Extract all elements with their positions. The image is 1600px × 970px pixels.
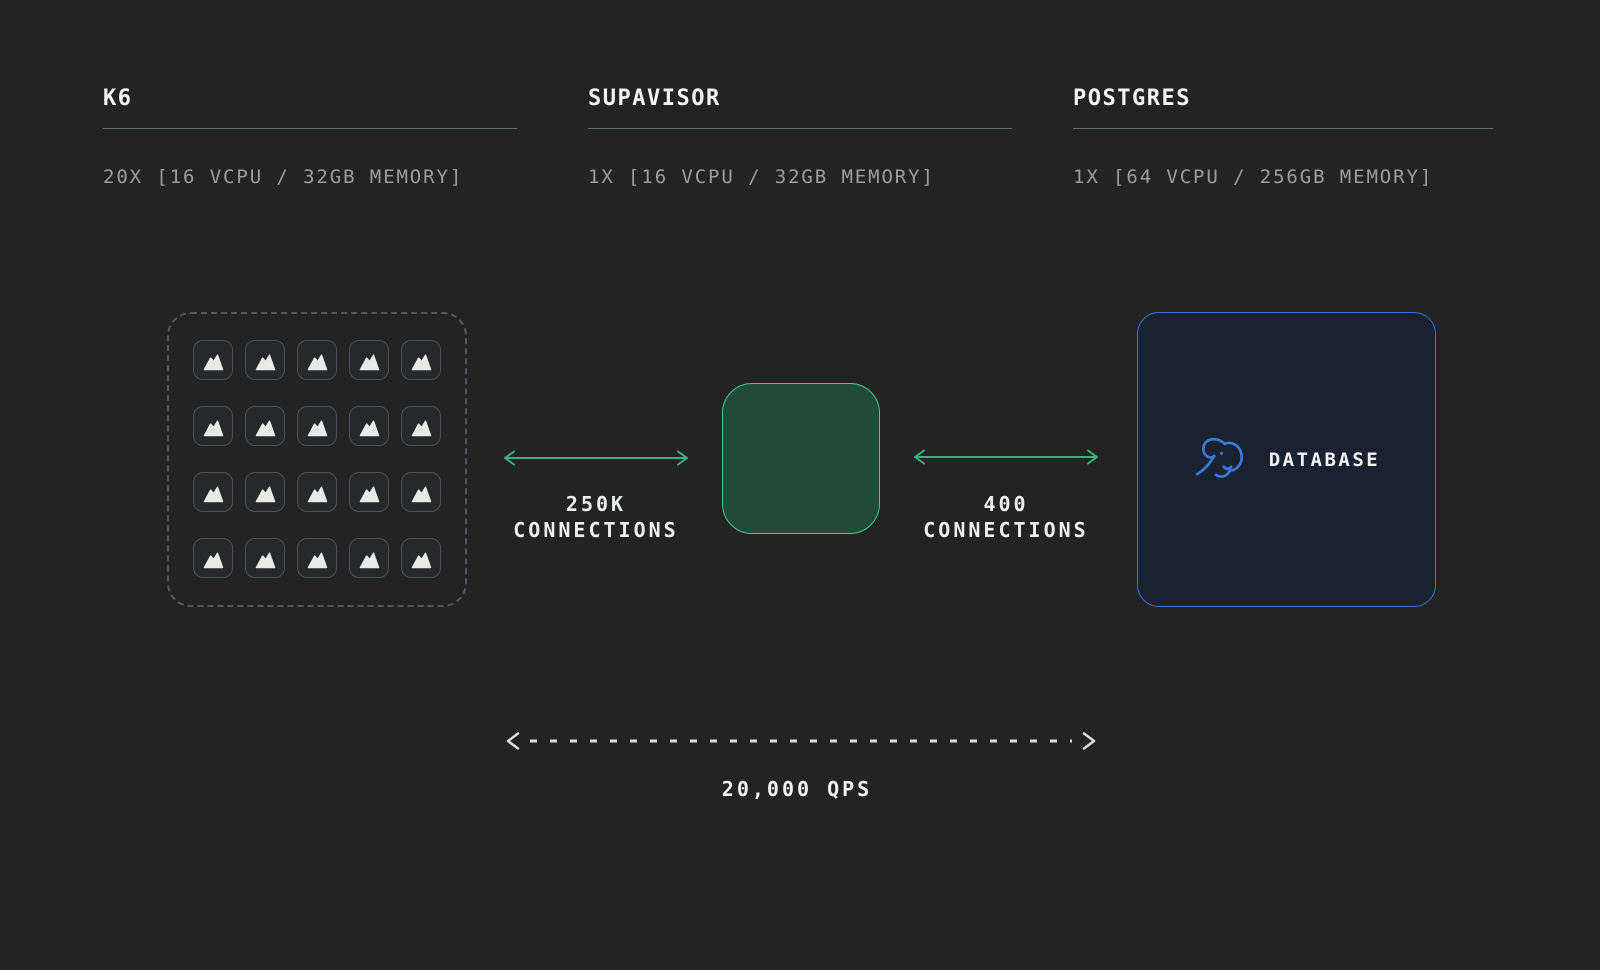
k6-supavisor-connections-label: 250K CONNECTIONS xyxy=(496,491,696,543)
k6-logo-icon xyxy=(306,548,329,569)
k6-instance-tile xyxy=(193,472,233,512)
k6-logo-icon xyxy=(410,482,433,503)
k6-instance-grid xyxy=(167,312,467,607)
postgres-database-node: DATABASE xyxy=(1137,312,1436,607)
k6-logo-icon xyxy=(254,482,277,503)
column-header-postgres: POSTGRES 1X [64 VCPU / 256GB MEMORY] xyxy=(1073,0,1493,220)
k6-instance-tile xyxy=(349,340,389,380)
k6-instance-tile xyxy=(401,472,441,512)
k6-logo-icon xyxy=(358,548,381,569)
postgres-spec: 1X [64 VCPU / 256GB MEMORY] xyxy=(1073,166,1434,188)
supavisor-postgres-arrow xyxy=(914,449,1098,465)
connections-count: 400 xyxy=(983,492,1029,516)
database-label: DATABASE xyxy=(1268,448,1381,471)
k6-title-rule xyxy=(103,128,517,129)
k6-instance-tile xyxy=(401,340,441,380)
k6-logo-icon xyxy=(358,416,381,437)
k6-logo-icon xyxy=(202,350,225,371)
connections-word: CONNECTIONS xyxy=(923,518,1089,542)
supavisor-postgres-connections-label: 400 CONNECTIONS xyxy=(906,491,1106,543)
k6-logo-icon xyxy=(202,548,225,569)
k6-instance-tile xyxy=(401,406,441,446)
postgres-title: POSTGRES xyxy=(1073,86,1191,111)
supavisor-spec: 1X [16 VCPU / 32GB MEMORY] xyxy=(588,166,935,188)
k6-instance-tile xyxy=(193,340,233,380)
k6-instance-tile xyxy=(297,340,337,380)
k6-instance-tile xyxy=(297,406,337,446)
postgres-elephant-icon xyxy=(1193,434,1251,486)
k6-instance-tile xyxy=(245,340,285,380)
k6-logo-icon xyxy=(358,350,381,371)
k6-logo-icon xyxy=(410,548,433,569)
k6-instance-tile xyxy=(349,406,389,446)
k6-logo-icon xyxy=(306,416,329,437)
k6-logo-icon xyxy=(410,350,433,371)
k6-logo-icon xyxy=(254,548,277,569)
k6-logo-icon xyxy=(410,416,433,437)
k6-instance-tile xyxy=(349,538,389,578)
postgres-title-rule xyxy=(1073,128,1493,129)
column-header-k6: K6 20X [16 VCPU / 32GB MEMORY] xyxy=(103,0,517,220)
connections-word: CONNECTIONS xyxy=(513,518,679,542)
column-header-supavisor: SUPAVISOR 1X [16 VCPU / 32GB MEMORY] xyxy=(588,0,1012,220)
k6-logo-icon xyxy=(306,350,329,371)
k6-logo-icon xyxy=(202,416,225,437)
k6-instance-tile xyxy=(297,538,337,578)
supavisor-title-rule xyxy=(588,128,1012,129)
k6-logo-icon xyxy=(254,416,277,437)
k6-supavisor-arrow xyxy=(504,450,688,466)
k6-instance-tile xyxy=(245,406,285,446)
k6-instance-tile xyxy=(193,406,233,446)
k6-instance-tile xyxy=(245,472,285,512)
k6-logo-icon xyxy=(202,482,225,503)
k6-instance-tile xyxy=(297,472,337,512)
k6-spec: 20X [16 VCPU / 32GB MEMORY] xyxy=(103,166,464,188)
qps-label: 20,000 QPS xyxy=(721,777,873,801)
supavisor-title: SUPAVISOR xyxy=(588,86,721,111)
k6-logo-icon xyxy=(254,350,277,371)
k6-logo-icon xyxy=(358,482,381,503)
k6-logo-icon xyxy=(306,482,329,503)
connections-count: 250K xyxy=(565,492,627,516)
qps-span-arrow xyxy=(506,732,1096,750)
k6-instance-tile xyxy=(193,538,233,578)
k6-title: K6 xyxy=(103,86,133,111)
k6-instance-tile xyxy=(245,538,285,578)
supavisor-node xyxy=(722,383,880,534)
k6-instance-tile xyxy=(349,472,389,512)
k6-instance-tile xyxy=(401,538,441,578)
